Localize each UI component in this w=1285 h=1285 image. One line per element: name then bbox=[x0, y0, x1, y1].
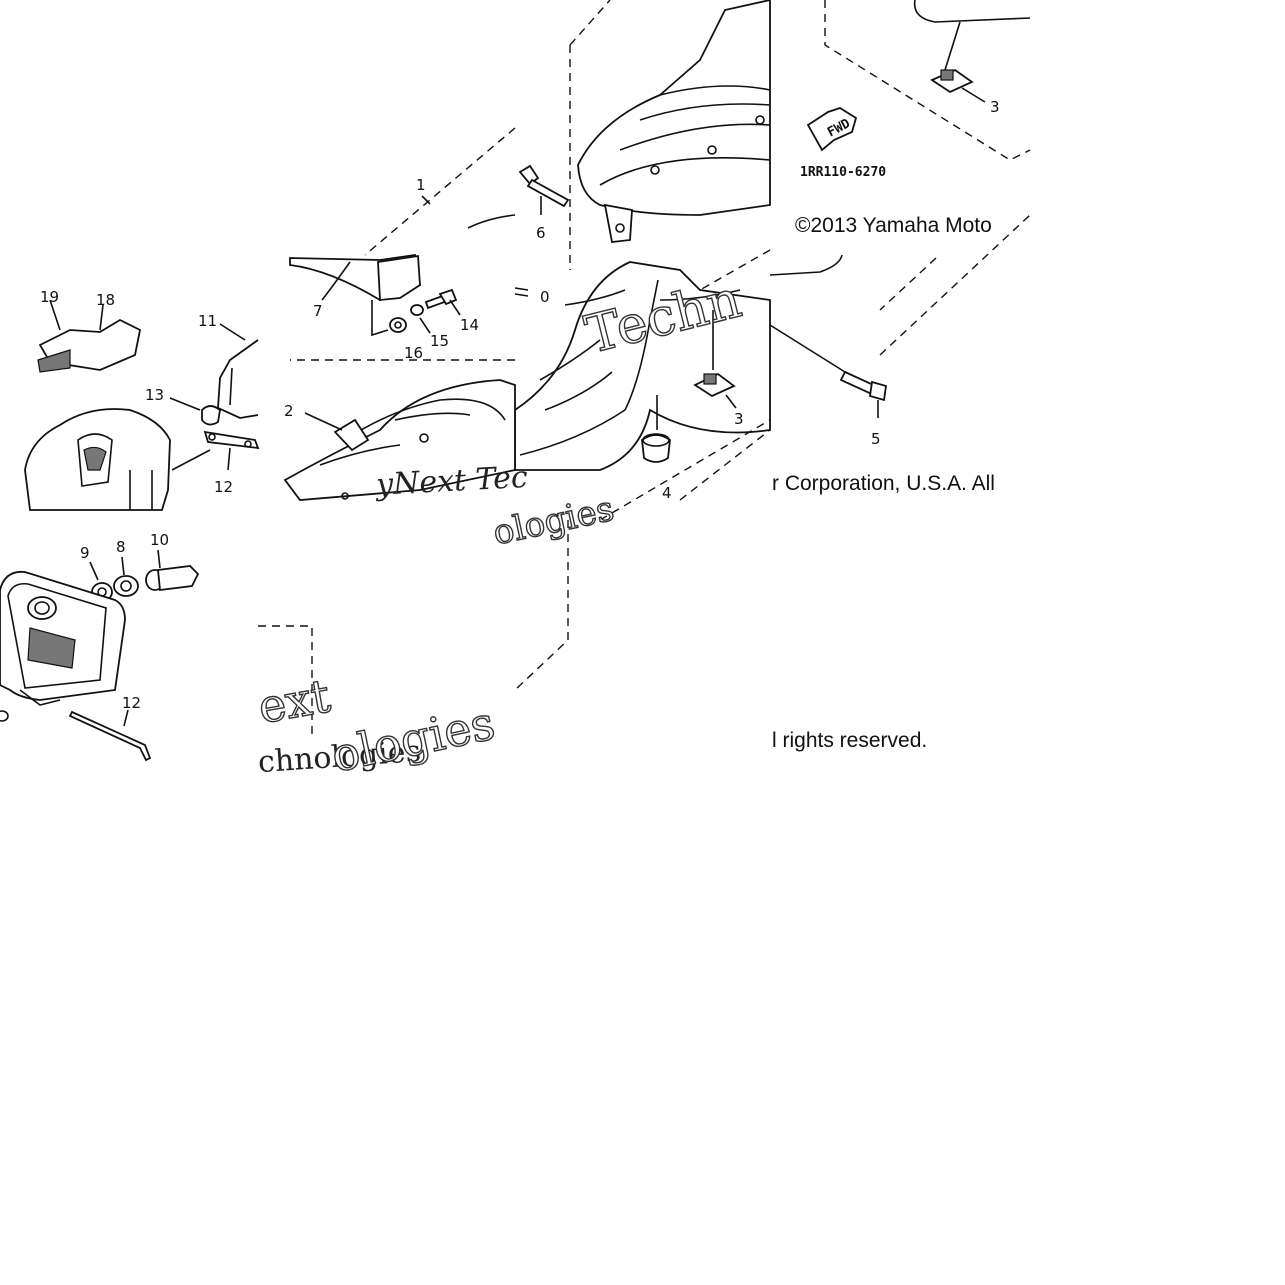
callout-3-mid: 3 bbox=[734, 410, 744, 428]
callout-17: 16 bbox=[404, 344, 423, 362]
panel-seat-lower: 4 3 bbox=[514, 249, 771, 521]
washer-16-part bbox=[410, 304, 424, 316]
callout-8: 8 bbox=[116, 538, 126, 556]
callout-1: 1 bbox=[416, 176, 426, 194]
callout-13: 12 bbox=[214, 478, 233, 496]
panel-seat-cowl: 19 18 11 13 12 bbox=[24, 288, 260, 511]
panel-seat-rear: 3 bbox=[824, 0, 1031, 161]
callout-4: 4 bbox=[662, 484, 672, 502]
part-code: 1RR110-6270 bbox=[800, 165, 886, 180]
watermark-6: ologies bbox=[327, 696, 500, 783]
callout-12: 12 bbox=[122, 694, 141, 712]
copyright-line-3: l rights reserved. bbox=[772, 729, 927, 752]
callout-14: 13 bbox=[145, 386, 164, 404]
callout-5: 5 bbox=[871, 430, 881, 448]
bolt-6-part: 6 bbox=[518, 164, 570, 242]
copyright-line-1: ©2013 Yamaha Moto bbox=[795, 214, 992, 237]
storage-lid-part bbox=[0, 570, 126, 706]
grommet-8-part bbox=[113, 575, 139, 597]
panel-seat-front: 2 bbox=[283, 379, 516, 501]
bolt-15-part bbox=[424, 288, 458, 310]
callout-0: 0 bbox=[540, 288, 550, 306]
seat-nut-part bbox=[930, 68, 974, 94]
copyright-line-2: r Corporation, U.S.A. All bbox=[772, 472, 995, 495]
fwd-arrow-icon: FWD bbox=[806, 107, 858, 152]
watermark-2: yNext Tec bbox=[373, 460, 529, 503]
watermark-3: ologies bbox=[490, 489, 618, 553]
callout-9: 9 bbox=[80, 544, 90, 562]
callout-19: 19 bbox=[40, 288, 59, 306]
seat-nut-part-2 bbox=[693, 372, 736, 398]
panel-seat-middle: 7 0 16 15 14 bbox=[289, 214, 550, 362]
panel-seat-upper bbox=[569, 0, 843, 276]
callout-11: 11 bbox=[198, 312, 217, 330]
callout-16: 15 bbox=[430, 332, 449, 350]
callout-3-top: 3 bbox=[990, 98, 1000, 116]
bolt-5-part: 5 bbox=[769, 324, 888, 448]
rear-cowl-part bbox=[24, 408, 171, 511]
callout-18: 18 bbox=[96, 291, 115, 309]
watermark-4: ext bbox=[254, 668, 334, 734]
callout-2: 2 bbox=[284, 402, 294, 420]
bracket-13-part bbox=[203, 430, 260, 450]
washer-17-part bbox=[389, 317, 407, 333]
callout-10: 10 bbox=[150, 531, 169, 549]
grommet-4-part bbox=[641, 433, 671, 463]
callout-6: 6 bbox=[536, 224, 546, 242]
lock-cylinder-10-part bbox=[145, 565, 200, 592]
nut-14-part bbox=[201, 405, 221, 426]
callout-15: 14 bbox=[460, 316, 479, 334]
callout-7: 7 bbox=[313, 302, 323, 320]
rod-12-part bbox=[68, 710, 152, 762]
lock-assembly: 9 8 10 12 bbox=[0, 531, 200, 762]
